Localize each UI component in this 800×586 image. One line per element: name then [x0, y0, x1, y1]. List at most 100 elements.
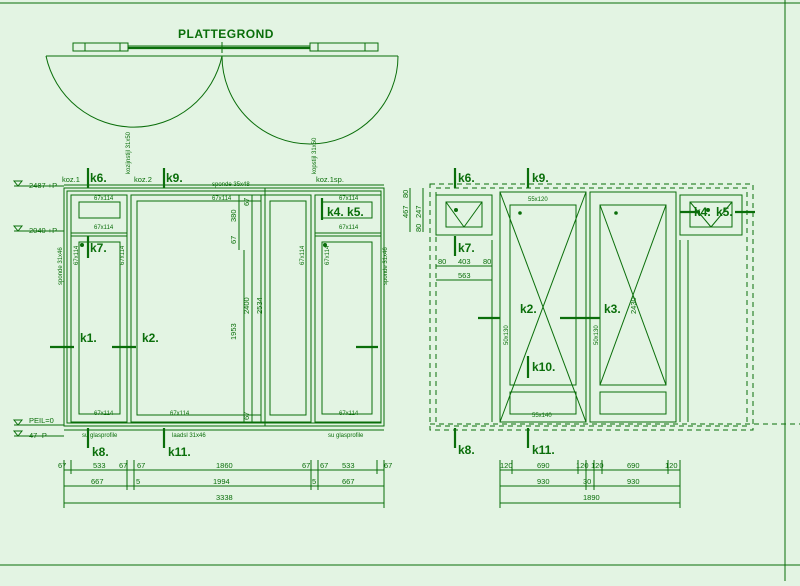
note-profile: 67x114: [300, 245, 306, 265]
note-50x130: 50x130: [504, 325, 510, 345]
tag-k2: k2.: [142, 331, 159, 345]
note-sponde-right: sponde 31x46: [383, 247, 389, 285]
vdim-247: 247: [414, 205, 423, 218]
header-koz2: koz.2: [134, 175, 152, 184]
vdim-2400: 2400: [242, 297, 251, 314]
tag-k9-right: k9.: [532, 171, 549, 185]
vdim-80-bottom: 80: [414, 224, 423, 232]
right-outline-dashed: [435, 187, 748, 427]
dim-row1-right: 120: [500, 461, 513, 470]
tag-k3-right: k3.: [604, 302, 621, 316]
note-laadsl: laadsl 31x46: [172, 433, 206, 439]
tag-k5-right: k5.: [716, 205, 733, 219]
left-frame-outer: [63, 187, 385, 427]
dim-row1-right: 120: [665, 461, 678, 470]
dim-row2-right: 30: [583, 477, 591, 486]
note-profile: 67x114: [339, 411, 359, 417]
tag-k10-right: k10.: [532, 360, 555, 374]
dim-row1-right: 690: [627, 461, 640, 470]
dim-row1: 67: [302, 461, 310, 470]
left-transom-glass: [78, 201, 121, 219]
dim-row2: 5: [136, 477, 140, 486]
dim-row1: 533: [342, 461, 355, 470]
dim-row1-right: 690: [537, 461, 550, 470]
vdim-67-mid: 67: [229, 236, 238, 244]
plan-view: PLATTEGROND: [45, 27, 399, 145]
tag-k11-right: k11.: [532, 443, 555, 457]
right-elevation: 55x120 50x130 50x130 55x140 2430 80 467 …: [401, 168, 800, 508]
note-profile: 67x114: [94, 196, 114, 202]
note-sponde-top: sponde 35x48: [212, 182, 250, 188]
note-kopstijl: kopstijl 31x50: [312, 137, 318, 174]
level-2040: 2040 +P: [29, 226, 57, 235]
header-koz1: koz.1: [62, 175, 80, 184]
tag-k8: k8.: [92, 445, 109, 459]
vdim-2430: 2430: [629, 297, 638, 314]
note-profile: 67x114: [120, 245, 126, 265]
note-glasprofile-right: su glasprofile: [328, 433, 364, 439]
dim-row2: 5: [312, 477, 316, 486]
tag-k1: k1.: [80, 331, 97, 345]
dim-row1: 67: [119, 461, 127, 470]
dim-row1: 533: [93, 461, 106, 470]
tag-k4-right: k4.: [694, 205, 711, 219]
vdim-67-top: 67: [242, 198, 251, 206]
dim-small: 403: [458, 257, 471, 266]
level-peil: PEIL=0: [29, 416, 54, 425]
note-profile: 67x114: [212, 196, 232, 202]
tag-k9: k9.: [166, 171, 183, 185]
note-55x140: 55x140: [532, 413, 552, 419]
dim-row2: 1994: [213, 477, 230, 486]
right-transom-left: [435, 194, 493, 236]
note-profile: 67x114: [325, 245, 331, 265]
dim-row2: 667: [342, 477, 355, 486]
note-profile: 67x114: [74, 245, 80, 265]
plan-title: PLATTEGROND: [178, 27, 274, 41]
tag-k7-right: k7.: [458, 241, 475, 255]
note-profile: 67x114: [94, 411, 114, 417]
tag-k7: k7.: [90, 241, 107, 255]
note-sponde-left: sponde 31x46: [58, 247, 64, 285]
note-kozijnstijl: kozijnstijl 31x50: [126, 131, 132, 174]
dim-row1: 67: [320, 461, 328, 470]
note-profile: 67x114: [94, 225, 114, 231]
left-elevation: koz.1 koz.2 koz.1sp. kozijnstijl 31x50 k…: [50, 131, 392, 508]
dim-row2-right: 930: [627, 477, 640, 486]
dim-total-left: 3338: [216, 493, 233, 502]
vdim-2534: 2534: [255, 297, 264, 314]
dim-small: 80: [483, 257, 491, 266]
dim-row1: 1860: [216, 461, 233, 470]
dim-small: 563: [458, 271, 471, 280]
dim-row2: 667: [91, 477, 104, 486]
dim-row1: 67: [384, 461, 392, 470]
left-sidelight: [70, 194, 128, 423]
vdim-67-bottom: 67: [242, 412, 251, 420]
dim-total-right: 1890: [583, 493, 600, 502]
tag-k11: k11.: [168, 445, 191, 459]
dim-row1: 67: [58, 461, 66, 470]
note-profile: 67x114: [170, 411, 190, 417]
note-profile: 67x114: [339, 196, 359, 202]
level-2487: 2487 +P: [29, 181, 57, 190]
level-47: 47 -P: [29, 431, 47, 440]
vdim-380: 380: [229, 209, 238, 222]
left-centre-doors: [130, 194, 312, 423]
dim-row1: 67: [137, 461, 145, 470]
vdim-1953: 1953: [229, 323, 238, 340]
tag-k6-right: k6.: [458, 171, 475, 185]
dim-row1-right: 120: [591, 461, 604, 470]
dim-row2-right: 930: [537, 477, 550, 486]
plan-swing-arc-left: [45, 55, 223, 128]
vdim-80-top: 80: [401, 190, 410, 198]
header-koz1sp: koz.1sp.: [316, 175, 344, 184]
level-markers: 2487 +P 2040 +P PEIL=0 47 -P: [12, 180, 64, 440]
tag-k8-right: k8.: [458, 443, 475, 457]
dim-row1-right: 120: [576, 461, 589, 470]
vdim-467: 467: [401, 205, 410, 218]
note-glasprofile-left: su glasprofile: [82, 433, 118, 439]
dim-small: 80: [438, 257, 446, 266]
right-sidelight: [314, 194, 382, 423]
tag-k6: k6.: [90, 171, 107, 185]
